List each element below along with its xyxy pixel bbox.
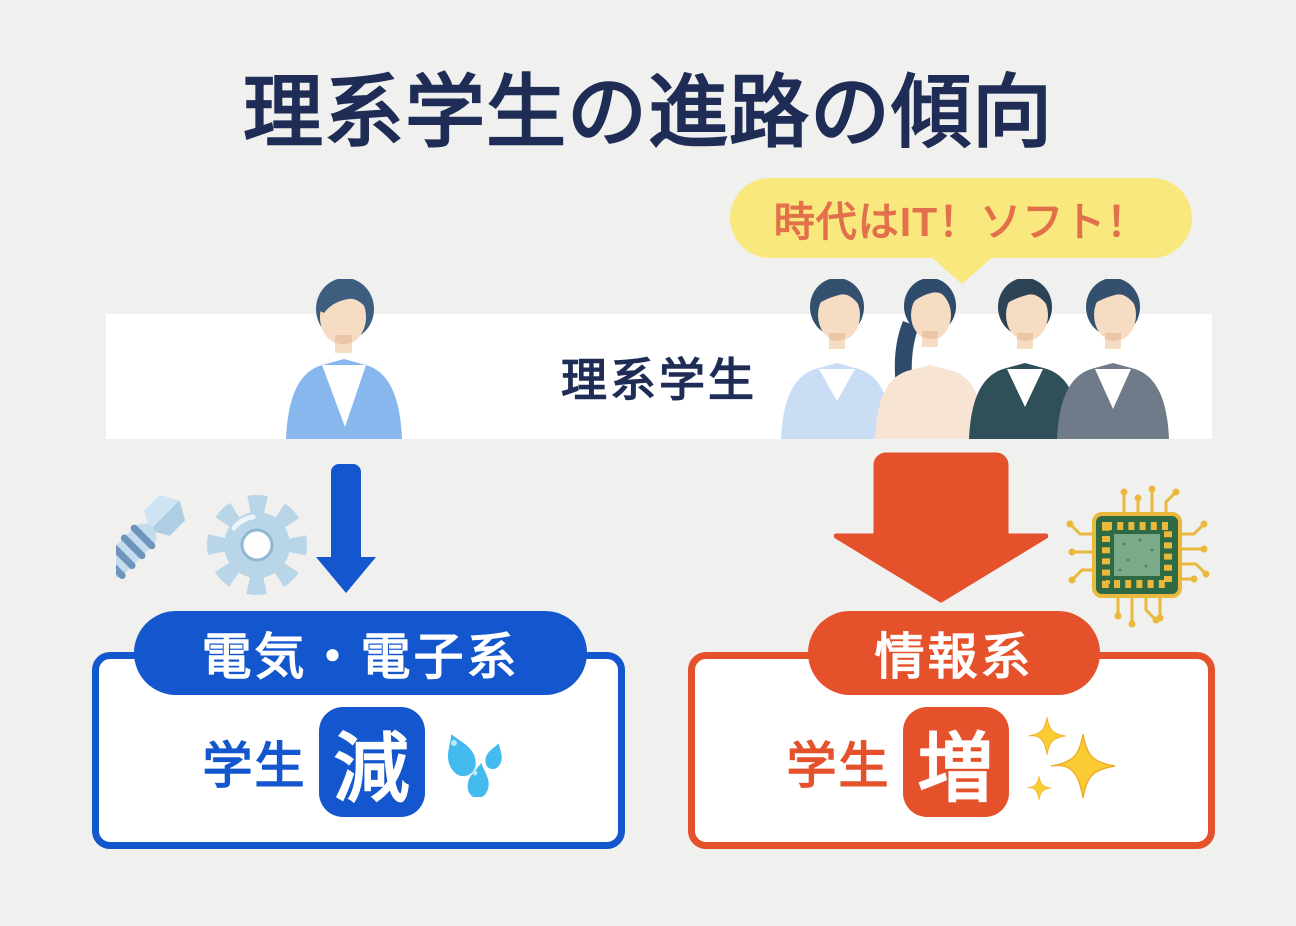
information-result-row: 学生 増 (688, 700, 1215, 824)
student-figure-4 (1057, 279, 1169, 439)
single-student-illustration (286, 279, 402, 439)
student-figure-2 (875, 279, 985, 439)
information-students-label: 学生 (786, 738, 891, 794)
decrease-badge: 減 (318, 707, 425, 817)
electrical-category-pill: 電気・電子系 (134, 611, 587, 695)
speech-bubble-text: 時代はIT！ソフト！ (773, 199, 1149, 245)
electrical-students-label: 学生 (202, 738, 307, 794)
speech-bubble-tail-icon (928, 254, 996, 284)
speech-bubble: 時代はIT！ソフト！ (730, 178, 1192, 258)
chip-icon (1066, 485, 1210, 628)
gear-icon (207, 495, 307, 595)
student-figure-1 (781, 279, 893, 439)
increase-badge: 増 (902, 707, 1009, 817)
student-group-illustration (781, 279, 1169, 439)
bolt-icon (116, 494, 186, 579)
water-drops-icon (447, 734, 502, 797)
down-arrow-orange (834, 452, 1048, 603)
band-label: 理系学生 (561, 353, 757, 406)
electrical-category-label: 電気・電子系 (201, 629, 520, 685)
electrical-result-row: 学生 減 (92, 700, 625, 824)
information-category-pill: 情報系 (808, 611, 1100, 695)
student-figure-3 (969, 279, 1081, 439)
down-arrow-blue (316, 464, 376, 593)
information-category-label: 情報系 (874, 629, 1034, 685)
sparkles-icon (1026, 717, 1115, 801)
page-title: 理系学生の進路の傾向 (243, 68, 1053, 157)
